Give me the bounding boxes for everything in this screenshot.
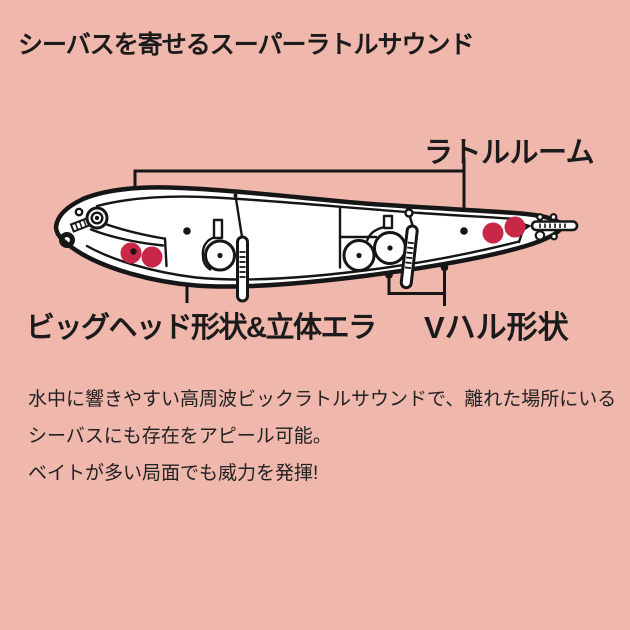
gill-curve-lower [89,228,165,247]
weight-guides [201,214,394,272]
rattle-ball-head-2 [141,246,163,268]
guide-tab-front [212,218,224,240]
label-big-head-shape: ビッグヘッド形状&立体エラ [26,312,377,344]
rattle-balls [120,216,526,268]
weight-discs [204,231,407,272]
description-line: 水中に響きやすい高周波ビックラトルサウンドで、離れた場所にいる [28,389,617,410]
front-pin [236,235,249,303]
description-line: シーバスにも存在をアピール可能。 [28,426,332,447]
head-details [59,206,109,248]
line-tie-ring [59,232,75,248]
description-line: ベイトが多い局面でも威力を発揮! [28,463,319,484]
hanger-node-rear [404,208,414,218]
hanger-wire-front [234,194,244,239]
tail-hook-pin [530,220,579,232]
label-v-hull-shape: Vハル形状 [424,310,569,345]
description-text: 水中に響きやすい高周波ビックラトルサウンドで、離れた場所にいる シーバスにも存在… [28,381,616,492]
leader-dots [130,227,468,279]
tail-holes [534,213,558,241]
rattle-ball-tail-2 [504,216,526,238]
guide-curve-front [201,235,216,272]
guide-curve-rear [365,225,386,242]
guide-tab-rear [382,214,394,230]
lure-eye-icon [85,206,109,230]
hanger-node-front [233,193,238,198]
rear-pin [399,224,419,290]
leader-v-hull [387,267,446,306]
page-title: シーバスを寄せるスーパーラトルサウンド [18,31,475,59]
rattle-ball-tail-1 [482,222,504,244]
label-rattle-room: ラトルルーム [424,137,595,169]
head-compartment-wall [163,237,168,268]
head-small-hole [74,207,84,217]
